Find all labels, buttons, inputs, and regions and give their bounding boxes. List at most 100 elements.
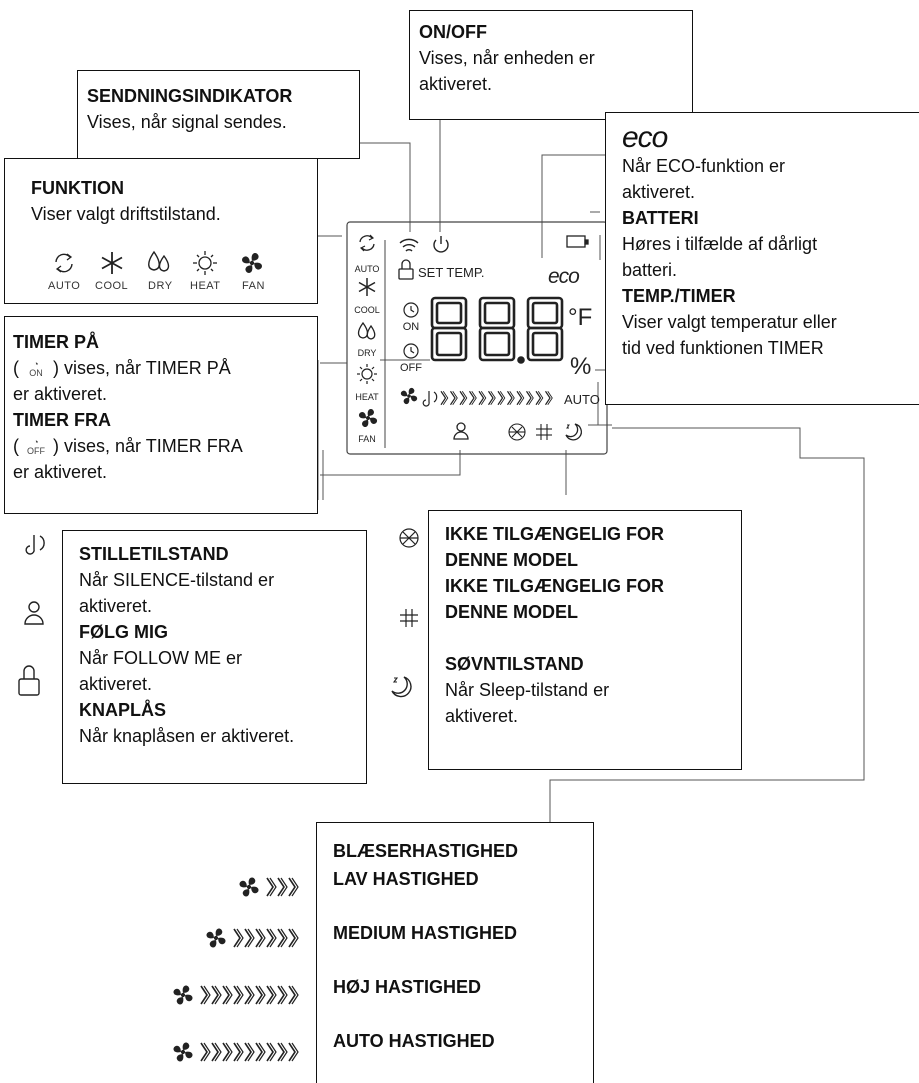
lcd-percent: % <box>570 353 591 380</box>
silence-follow-lock-callout: STILLETILSTAND Når SILENCE-tilstand er a… <box>62 530 367 784</box>
chevron-icon <box>459 390 468 406</box>
fan-speed-callout: BLÆSERHASTIGHED LAV HASTIGHED MEDIUM HAS… <box>316 822 594 1083</box>
fan-icon <box>173 1042 193 1062</box>
connector-lines <box>317 120 865 822</box>
function-line-1: Viser valgt driftstilstand. <box>31 204 221 224</box>
on-off-title: ON/OFF <box>419 22 487 42</box>
function-mode-icons <box>55 250 262 275</box>
chevron-icon <box>288 1042 299 1062</box>
fan-icon <box>239 877 259 897</box>
fan-icon <box>206 928 226 948</box>
mode-label-fan: FAN <box>242 280 265 292</box>
drop-icon <box>148 250 170 272</box>
lcd-mode-label-cool: COOL <box>354 305 380 315</box>
lcd-mode-cool-icon <box>358 278 376 296</box>
timer-off-line-1: ( ◔OFF ) vises, når TIMER FRA <box>13 433 308 459</box>
unavailable-line-3: IKKE TILGÆNGELIG FOR <box>445 576 664 596</box>
eco-line-2: aktiveret. <box>622 182 696 202</box>
lcd-mode-heat-icon <box>357 364 377 384</box>
lcd-mode-fan-icon <box>358 408 378 428</box>
chevron-icon <box>277 985 288 1005</box>
timer-on-line-2: er aktiveret. <box>13 384 108 404</box>
function-callout: FUNKTION Viser valgt driftstilstand. <box>4 158 318 304</box>
mode-label-dry: DRY <box>148 280 173 292</box>
follow-me-title: FØLG MIG <box>79 622 168 642</box>
lcd-hash-icon <box>536 424 552 440</box>
mode-label-cool: COOL <box>95 280 129 292</box>
fan-speed-title: BLÆSERHASTIGHED <box>333 841 519 861</box>
timer-on-text: ) vises, når TIMER PÅ <box>53 358 231 378</box>
follow-line-1: Når FOLLOW ME er <box>79 648 243 668</box>
chevron-icon <box>244 985 255 1005</box>
on-off-line-1: Vises, når enheden er <box>419 48 595 68</box>
chevron-icon <box>449 390 458 406</box>
chevron-icon <box>288 985 299 1005</box>
chevron-icon <box>233 928 244 948</box>
chevron-icon <box>233 985 244 1005</box>
battery-title: BATTERI <box>622 208 699 228</box>
chevron-icon <box>200 1042 211 1062</box>
function-title: FUNKTION <box>31 178 124 198</box>
fan-speed-low: LAV HASTIGHED <box>333 869 479 889</box>
eco-line-1: Når ECO-funktion er <box>622 156 786 176</box>
chevron-icon <box>233 1042 244 1062</box>
chevron-icon <box>266 877 277 897</box>
lcd-battery-icon <box>566 235 589 248</box>
fan-speed-medium: MEDIUM HASTIGHED <box>333 923 517 943</box>
sleep-side-icon <box>391 676 412 698</box>
lcd-unit-f: °F <box>568 304 592 331</box>
silence-line-2: aktiveret. <box>79 596 153 616</box>
silence-title: STILLETILSTAND <box>79 544 229 564</box>
hash-side-icon <box>400 609 418 627</box>
fan-icon <box>173 985 193 1005</box>
sending-indicator-callout: SENDNINGSINDIKATOR Vises, når signal sen… <box>77 70 360 159</box>
timer-off-text: ) vises, når TIMER FRA <box>53 436 243 456</box>
chevron-icon <box>277 1042 288 1062</box>
timer-on-paren: ( <box>13 358 19 378</box>
auto-cycle-icon <box>55 253 73 273</box>
chevron-icon <box>544 390 553 406</box>
mode-label-auto: AUTO <box>48 280 81 292</box>
chevron-icon <box>200 985 211 1005</box>
unavailable-line-2: DENNE MODEL <box>445 550 579 570</box>
chevron-icon <box>266 985 277 1005</box>
cross-fan-side-icon <box>399 528 419 548</box>
spacer <box>445 625 732 651</box>
timer-callout: TIMER PÅ ( ◔ON ) vises, når TIMER PÅ er … <box>4 316 318 514</box>
chevron-icon <box>255 1042 266 1062</box>
lcd-sleep-icon <box>565 423 582 441</box>
unavailable-sleep-callout: IKKE TILGÆNGELIG FOR DENNE MODEL IKKE TI… <box>428 510 742 770</box>
chevron-icon <box>211 985 222 1005</box>
silence-side-icon <box>25 535 45 555</box>
lcd-mode-dry-icon <box>357 321 376 340</box>
timer-off-line-2: er aktiveret. <box>13 462 108 482</box>
chevron-icon <box>478 390 487 406</box>
timer-off-paren: ( <box>13 436 19 456</box>
timer-on-title: TIMER PÅ <box>13 332 100 352</box>
lcd-person-icon <box>453 422 469 440</box>
chevron-icon <box>288 877 299 897</box>
chevron-icon <box>277 877 288 897</box>
lock-side-icon <box>18 665 40 696</box>
chevron-icon <box>487 390 496 406</box>
chevron-icon <box>222 1042 233 1062</box>
chevron-icon <box>266 928 277 948</box>
sun-icon <box>193 251 217 275</box>
lcd-off-label: OFF <box>400 362 422 374</box>
chevron-icon <box>468 390 477 406</box>
chevron-icon <box>506 390 515 406</box>
chevron-icon <box>288 928 299 948</box>
lcd-fan-speed-chevrons <box>440 390 553 406</box>
unavailable-line-4: DENNE MODEL <box>445 602 579 622</box>
lcd-mode-label-fan: FAN <box>358 434 376 444</box>
lcd-lock-icon <box>398 259 414 280</box>
person-side-icon <box>24 601 44 625</box>
lcd-timer-on-icon <box>403 302 419 318</box>
lcd-on-label: ON <box>403 321 420 333</box>
snowflake-icon <box>101 252 123 274</box>
sleep-line-1: Når Sleep-tilstand er <box>445 680 610 700</box>
temp-line-2: tid ved funktionen TIMER <box>622 338 824 358</box>
eco-logo: eco <box>622 121 668 154</box>
chevron-icon <box>211 1042 222 1062</box>
